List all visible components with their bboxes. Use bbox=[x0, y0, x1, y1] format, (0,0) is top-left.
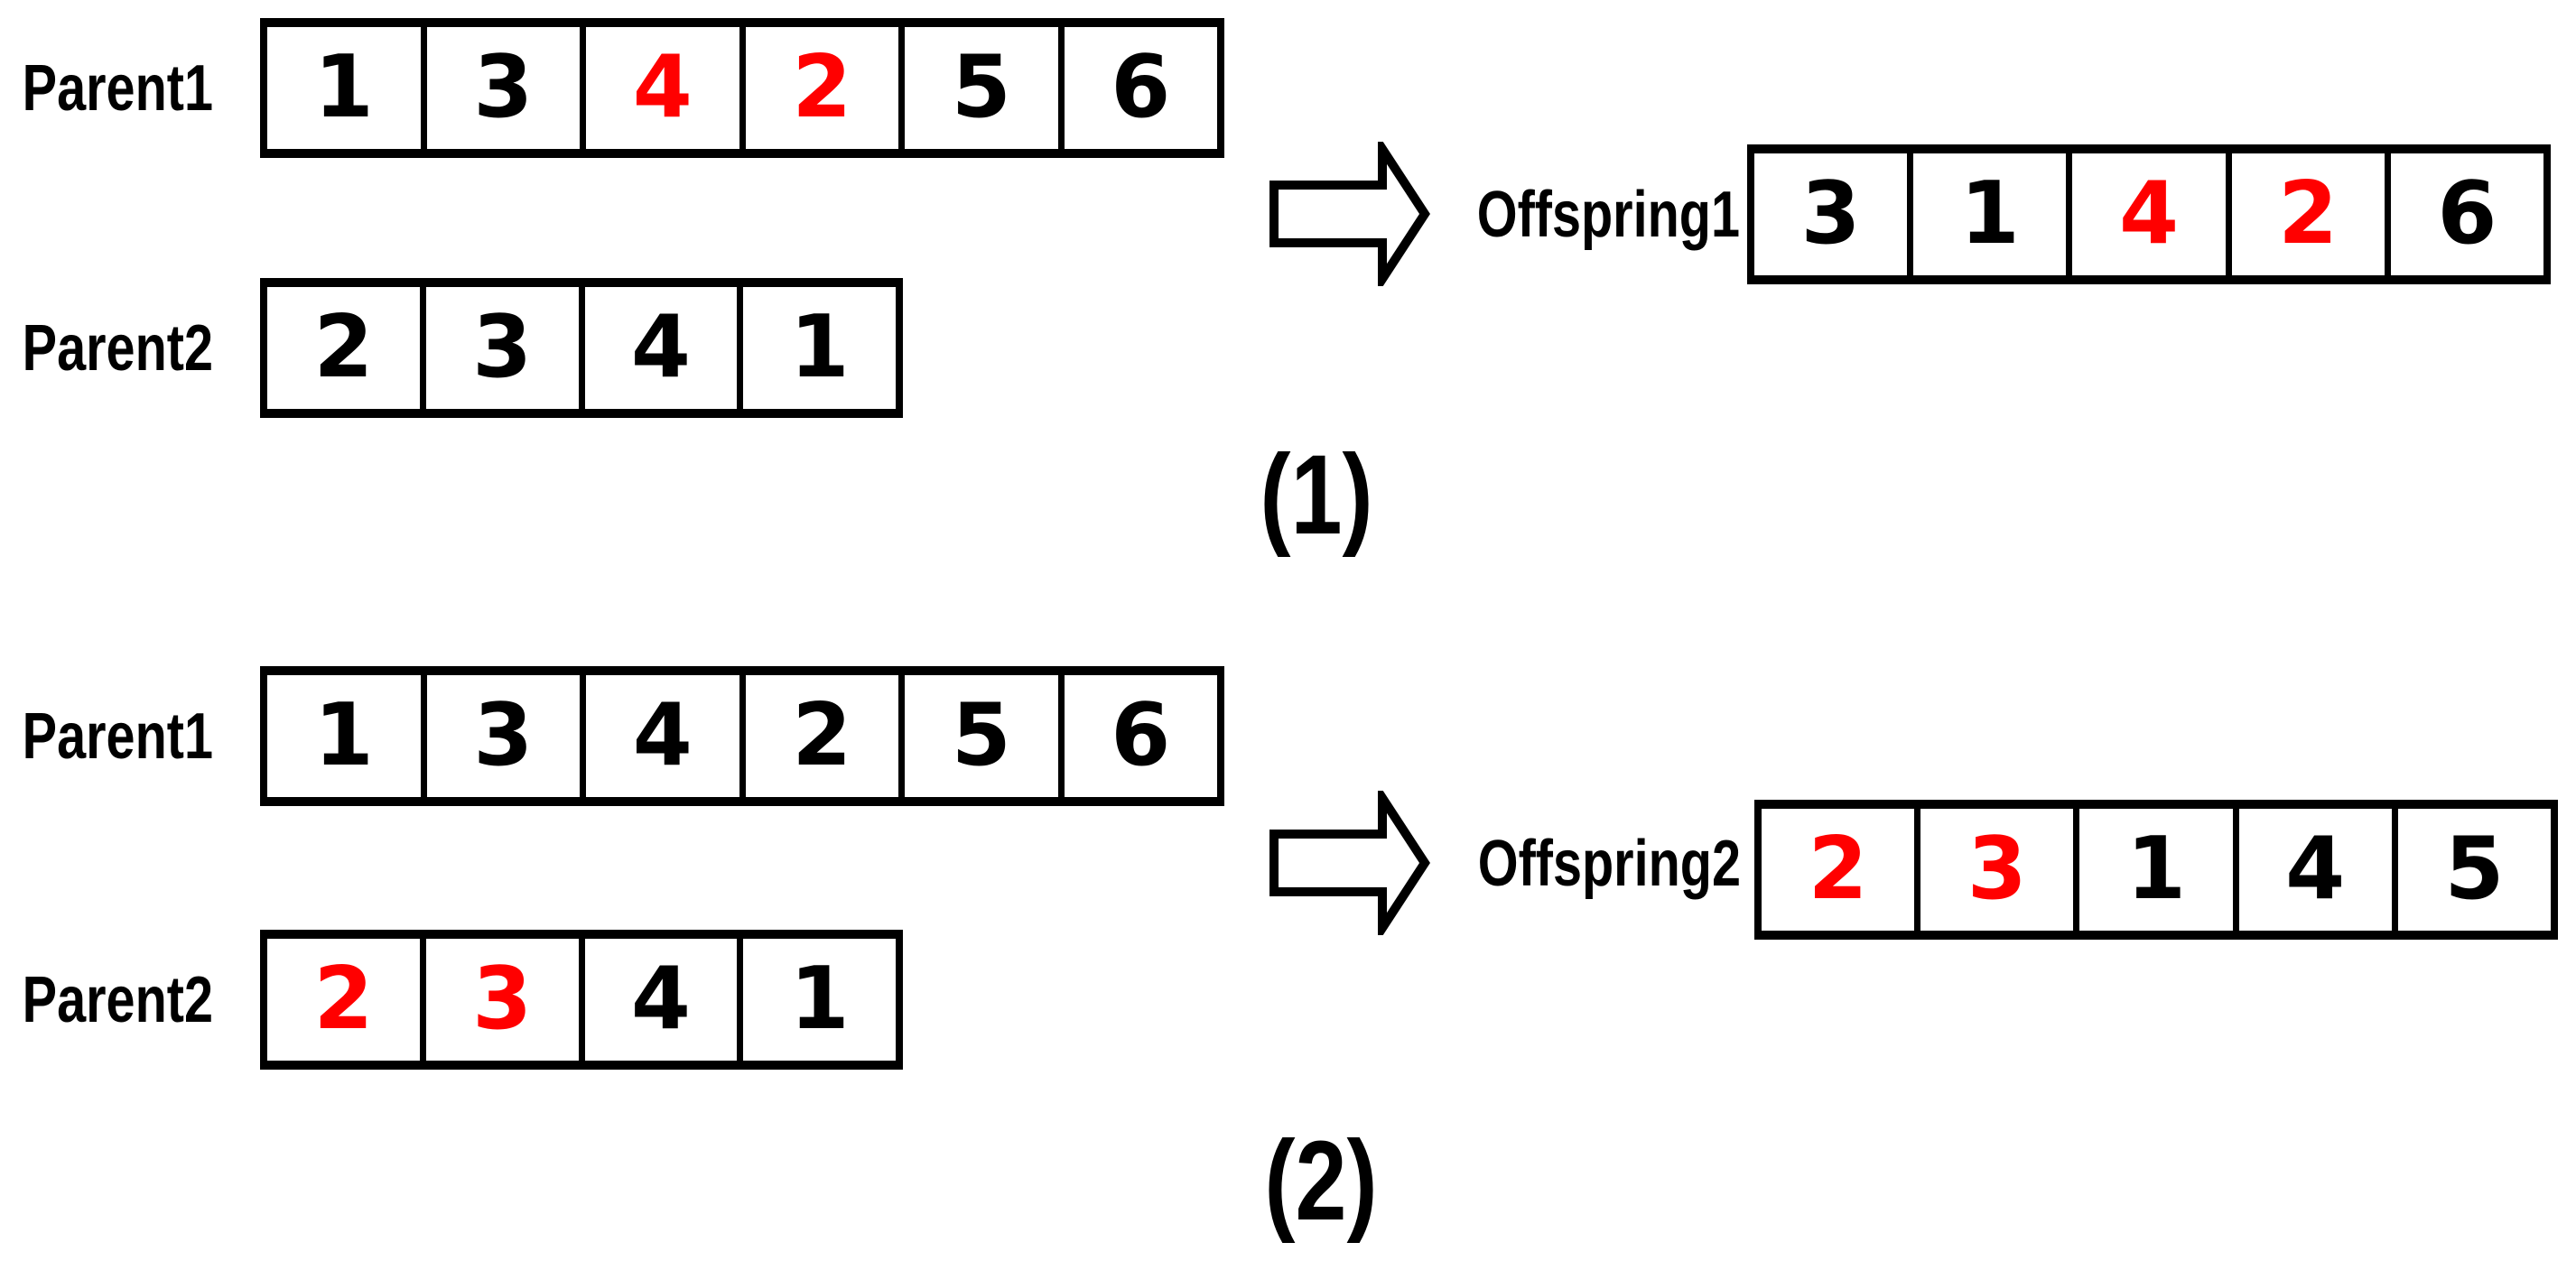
panel2-parent1-row: 1 3 4 2 5 6 bbox=[260, 666, 1224, 806]
panel1-parent2-row: 2 3 4 1 bbox=[260, 278, 903, 418]
gene-cell: 2 bbox=[267, 287, 426, 409]
panel1-parent2-label: Parent2 bbox=[22, 311, 213, 385]
panel1-parent1-label: Parent1 bbox=[22, 51, 213, 125]
gene-cell: 1 bbox=[267, 27, 427, 149]
gene-cell: 2 bbox=[267, 939, 426, 1061]
gene-cell: 4 bbox=[585, 287, 744, 409]
panel2-caption: (2) bbox=[1264, 1117, 1378, 1244]
gene-cell: 5 bbox=[905, 27, 1065, 149]
panel2-parent1-label: Parent1 bbox=[22, 700, 213, 773]
panel2-offspring-label: Offspring2 bbox=[1477, 827, 1741, 900]
gene-cell: 2 bbox=[1762, 809, 1921, 931]
gene-cell: 3 bbox=[427, 27, 586, 149]
gene-cell: 6 bbox=[2437, 164, 2497, 264]
gene-cell: 3 bbox=[426, 939, 585, 1061]
gene-cell: 1 bbox=[789, 298, 850, 397]
gene-cell: 3 bbox=[1920, 809, 2080, 931]
panel1-parent1-row: 1 3 4 2 5 6 bbox=[260, 18, 1224, 158]
panel1-offspring-label: Offspring1 bbox=[1476, 178, 1740, 251]
gene-cell: 3 bbox=[1754, 153, 1914, 275]
gene-cell: 6 bbox=[1111, 38, 1171, 137]
gene-cell: 4 bbox=[586, 675, 746, 797]
gene-cell: 4 bbox=[2239, 809, 2398, 931]
gene-cell: 2 bbox=[746, 27, 905, 149]
gene-cell: 1 bbox=[2079, 809, 2239, 931]
gene-cell: 3 bbox=[426, 287, 585, 409]
gene-cell: 1 bbox=[267, 675, 427, 797]
panel2-parent2-label: Parent2 bbox=[22, 963, 213, 1036]
right-block-arrow-icon bbox=[1269, 142, 1430, 286]
gene-cell: 4 bbox=[585, 939, 744, 1061]
gene-cell: 1 bbox=[789, 950, 850, 1049]
panel2-offspring-row: 2 3 1 4 5 bbox=[1754, 800, 2558, 940]
gene-cell: 6 bbox=[1111, 686, 1171, 785]
gene-cell: 4 bbox=[2072, 153, 2232, 275]
gene-cell: 2 bbox=[2232, 153, 2391, 275]
gene-cell: 5 bbox=[905, 675, 1065, 797]
panel1-caption: (1) bbox=[1260, 431, 1373, 558]
panel1-offspring-row: 3 1 4 2 6 bbox=[1747, 144, 2551, 284]
gene-cell: 1 bbox=[1913, 153, 2073, 275]
gene-cell: 4 bbox=[586, 27, 746, 149]
gene-cell: 3 bbox=[427, 675, 586, 797]
panel2-parent2-row: 2 3 4 1 bbox=[260, 930, 903, 1070]
right-block-arrow-icon bbox=[1269, 791, 1430, 935]
gene-cell: 5 bbox=[2444, 820, 2505, 919]
gene-cell: 2 bbox=[746, 675, 905, 797]
